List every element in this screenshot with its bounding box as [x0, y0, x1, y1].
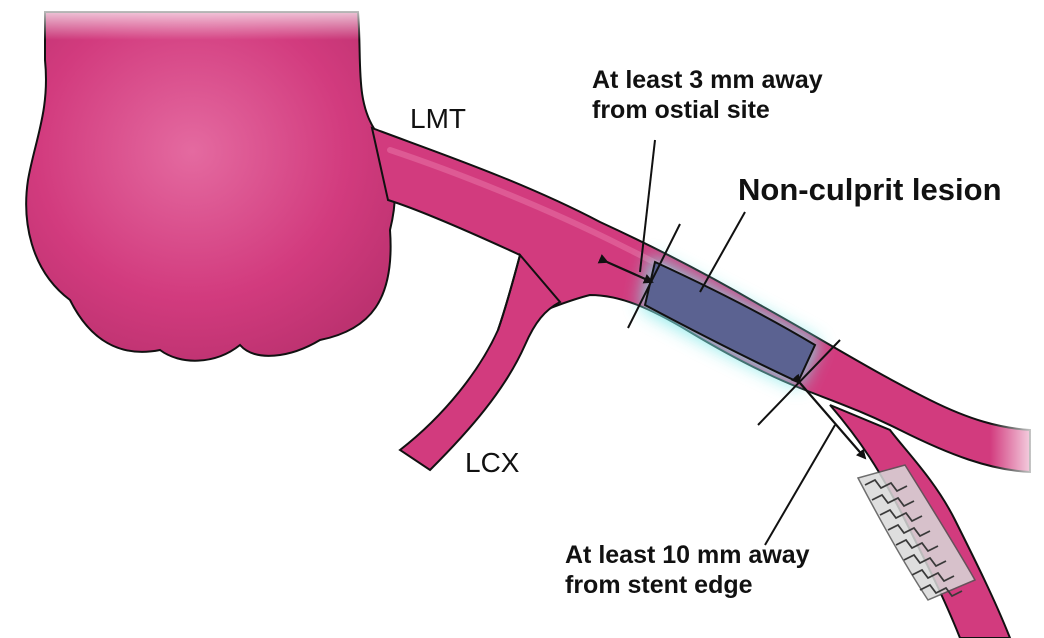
aortic-root — [26, 12, 395, 361]
lesion-label: Non-culprit lesion — [738, 172, 1002, 207]
stent-distance-label-line1: At least 10 mm away — [565, 541, 810, 569]
lmt-label: LMT — [410, 103, 466, 134]
ostial-distance-label-line2: from ostial site — [592, 96, 770, 124]
ostial-distance-label-line1: At least 3 mm away — [592, 66, 823, 94]
stent-distance-label-line2: from stent edge — [565, 571, 753, 599]
lesion-callout-line — [700, 212, 745, 292]
lcx-label: LCX — [465, 447, 520, 478]
stent-callout-line — [765, 425, 835, 545]
